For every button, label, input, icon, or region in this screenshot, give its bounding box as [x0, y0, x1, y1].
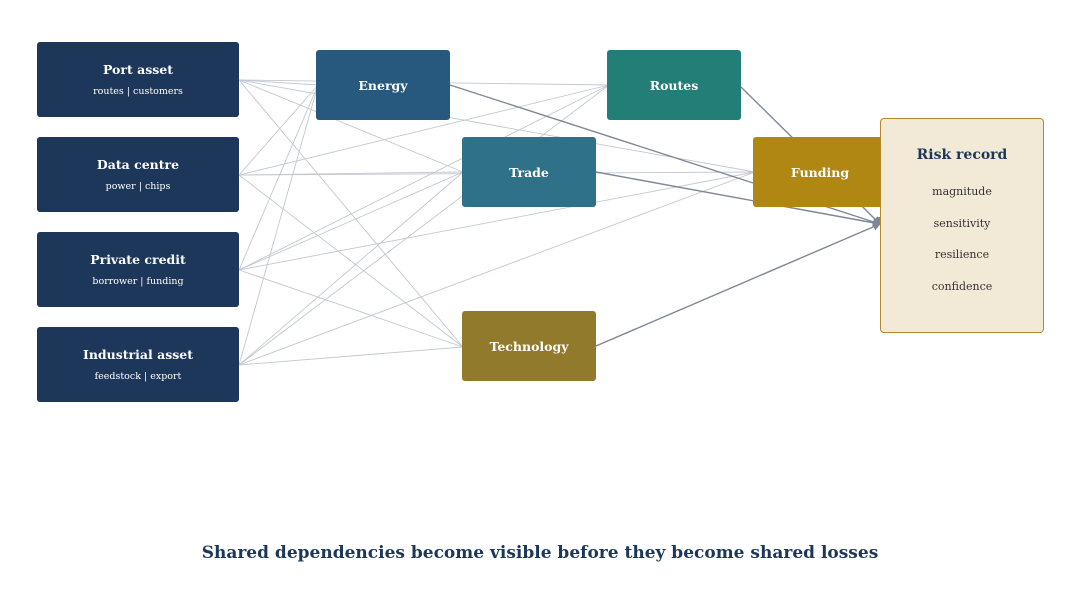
- node-title: Port asset: [102, 62, 173, 77]
- record-attribute: sensitivity: [933, 216, 991, 230]
- dependency-edge: [238, 346, 464, 366]
- node-subtitle: feedstock | export: [94, 371, 182, 382]
- node-port-asset[interactable]: Port asset routes | customers: [37, 42, 239, 117]
- node-subtitle: power | chips: [105, 181, 171, 192]
- node-routes[interactable]: Routes: [607, 50, 741, 120]
- dependency-edge: [238, 171, 464, 366]
- impact-arrow: [595, 171, 881, 227]
- node-title: Private credit: [90, 252, 186, 267]
- dependency-edge: [238, 174, 464, 348]
- node-trade[interactable]: Trade: [462, 137, 596, 207]
- record-attribute: magnitude: [932, 185, 992, 198]
- impact-arrow: [595, 223, 881, 347]
- diagram-caption: Shared dependencies become visible befor…: [201, 543, 879, 563]
- dependency-edge: [238, 84, 319, 176]
- dependency-edge: [238, 84, 610, 366]
- node-industrial-asset[interactable]: Industrial asset feedstock | export: [37, 327, 239, 402]
- node-subtitle: borrower | funding: [92, 276, 184, 287]
- record-attribute: confidence: [931, 279, 993, 293]
- node-private-credit[interactable]: Private credit borrower | funding: [37, 232, 239, 307]
- dependency-edge: [238, 269, 464, 348]
- dependency-edge: [238, 84, 319, 366]
- dependency-edge: [238, 171, 464, 271]
- dependency-edge: [238, 171, 756, 366]
- dependency-edge: [238, 84, 319, 271]
- record-attribute: resilience: [934, 248, 990, 261]
- node-title: Industrial asset: [82, 347, 193, 362]
- node-energy[interactable]: Energy: [316, 50, 450, 120]
- node-technology[interactable]: Technology: [462, 311, 596, 381]
- dependency-edge: [238, 79, 464, 173]
- channel-record-edges: [449, 84, 885, 347]
- risk-record-title: Risk record: [916, 147, 1008, 163]
- dependency-edge: [238, 171, 756, 271]
- node-title: Data centre: [96, 157, 180, 172]
- dependency-edge: [238, 79, 319, 86]
- node-subtitle: routes | customers: [93, 86, 183, 97]
- node-data-centre[interactable]: Data centre power | chips: [37, 137, 239, 212]
- node-funding[interactable]: Funding: [753, 137, 887, 207]
- risk-record-panel[interactable]: Risk record magnitude sensitivity resili…: [880, 118, 1044, 333]
- dependency-edge: [238, 84, 610, 176]
